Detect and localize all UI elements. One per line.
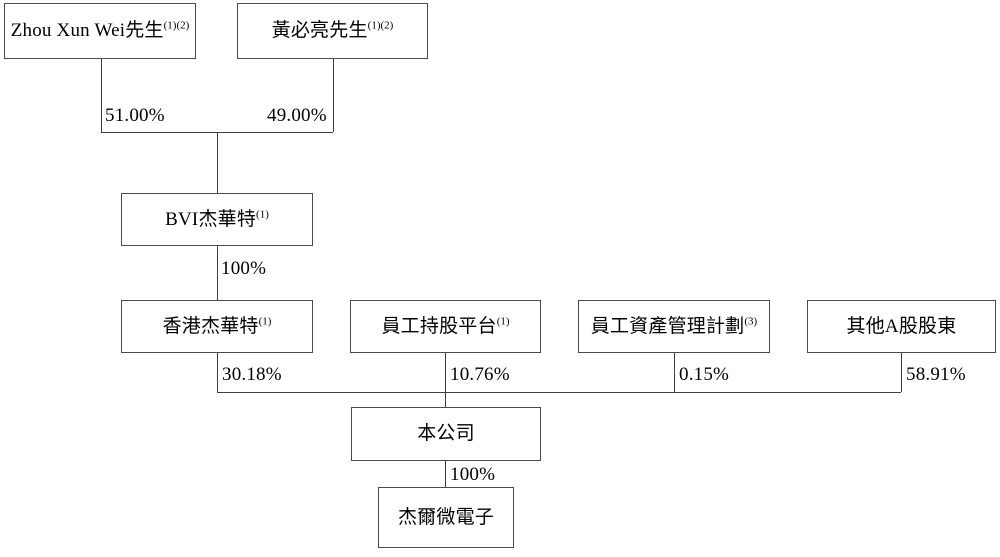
node-zhou-xun-wei[interactable]: Zhou Xun Wei先生(1)(2) [4, 3, 196, 59]
node-other-a-share-holders[interactable]: 其他A股股東 [807, 300, 996, 353]
node-hongkong-joulwatt[interactable]: 香港杰華特(1) [121, 300, 313, 353]
edge-hk-drop [217, 353, 218, 392]
node-jerui-microelectronics[interactable]: 杰爾微電子 [378, 487, 514, 548]
percent-huang-to-bvi: 49.00% [267, 105, 327, 126]
edge-bus-to-company [445, 392, 446, 407]
node-the-company-label: 本公司 [417, 423, 475, 445]
footnote-marker: (1)(2) [367, 19, 394, 32]
edge-esop-drop [445, 353, 446, 392]
node-huang-bi-liang-label: 黃必亮先生(1)(2) [271, 19, 394, 42]
percent-zhou-to-bvi: 51.00% [105, 105, 165, 126]
footnote-marker: (1) [256, 208, 269, 221]
footnote-marker: (1) [258, 315, 272, 328]
node-bvi-joulwatt[interactable]: BVI杰華特(1) [121, 193, 313, 246]
footnote-marker: (1) [496, 315, 510, 328]
edge-shareholders-bus [217, 392, 901, 393]
footnote-marker: (1)(2) [163, 19, 190, 32]
edge-othera-drop [901, 353, 902, 392]
node-the-company[interactable]: 本公司 [351, 407, 541, 461]
node-zhou-xun-wei-label: Zhou Xun Wei先生(1)(2) [10, 19, 190, 42]
node-bvi-joulwatt-label: BVI杰華特(1) [165, 208, 269, 230]
edge-company-to-jerui [445, 461, 446, 487]
node-hongkong-joulwatt-label: 香港杰華特(1) [162, 315, 272, 337]
footnote-marker: (3) [744, 315, 758, 328]
edge-zhou-drop [101, 59, 102, 132]
percent-company-to-jerui: 100% [450, 464, 496, 485]
node-huang-bi-liang[interactable]: 黃必亮先生(1)(2) [237, 3, 428, 59]
node-jerui-microelectronics-label: 杰爾微電子 [397, 506, 494, 528]
percent-assetplan-to-company: 0.15% [679, 364, 730, 385]
edge-assetplan-drop [674, 353, 675, 392]
percent-bvi-to-hk: 100% [221, 258, 267, 279]
node-other-a-share-holders-label: 其他A股股東 [846, 315, 957, 337]
percent-esop-to-company: 10.76% [450, 364, 510, 385]
node-employee-asset-management-plan[interactable]: 員工資產管理計劃(3) [578, 300, 770, 353]
edge-huang-drop [333, 59, 334, 132]
node-employee-shareholding-platform[interactable]: 員工持股平台(1) [350, 300, 541, 353]
percent-hk-to-company: 30.18% [222, 364, 282, 385]
edge-bvi-to-hk [217, 246, 218, 300]
node-employee-asset-management-plan-label: 員工資產管理計劃(3) [590, 315, 758, 337]
edge-bus-to-bvi [217, 132, 218, 193]
percent-othera-to-company: 58.91% [906, 364, 966, 385]
node-employee-shareholding-platform-label: 員工持股平台(1) [381, 315, 510, 337]
